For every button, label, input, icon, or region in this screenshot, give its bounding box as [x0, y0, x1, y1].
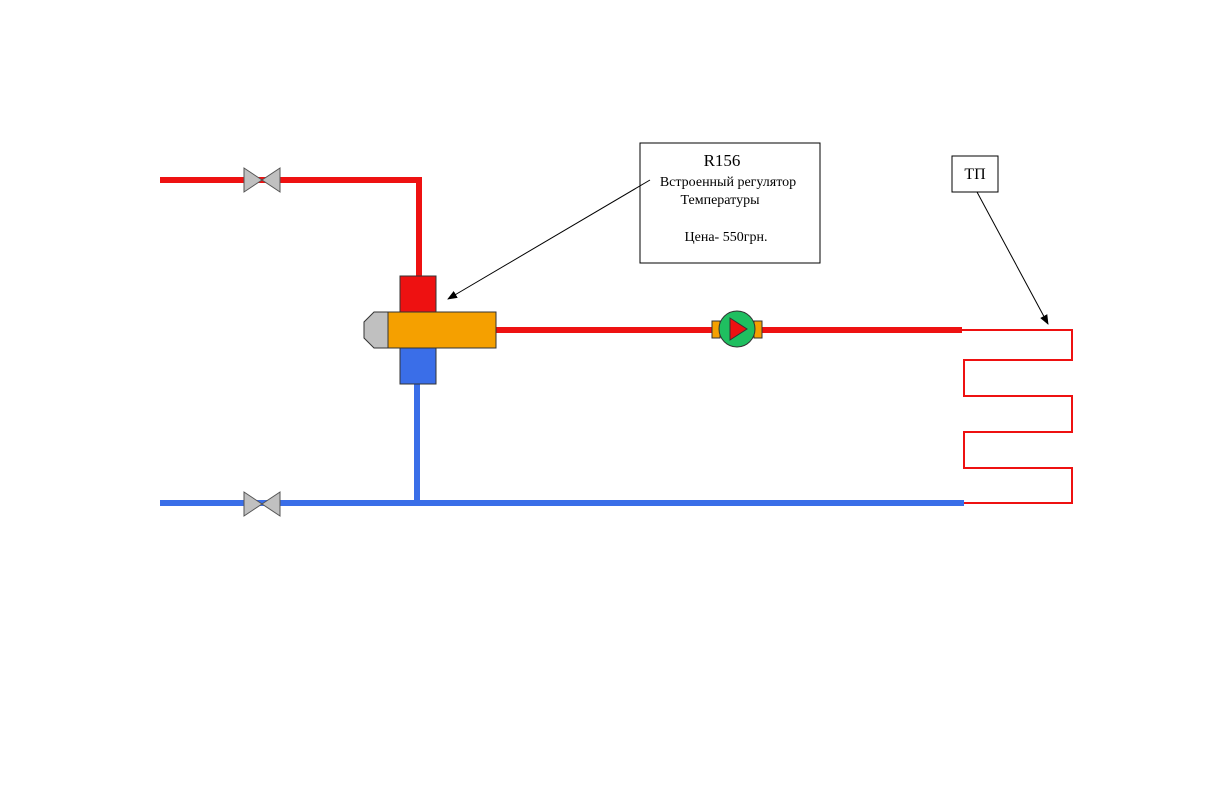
regulator-callout-leader [447, 179, 651, 300]
floor-heating-label: ТП [964, 166, 986, 183]
supply-port [399, 275, 437, 313]
circulation-pump-icon [711, 310, 763, 348]
regulator-body [387, 311, 497, 349]
mixing-regulator-icon [363, 275, 497, 385]
regulator-callout: R156 Встроенный регулятор Температуры Це… [639, 142, 821, 264]
regulator-description-line2: Температуры [681, 193, 761, 208]
regulator-price: Цена- 550грн. [685, 230, 768, 245]
floor-heating-callout: ТП [951, 155, 999, 193]
heating-loop-coil [962, 329, 1073, 504]
regulator-model: R156 [704, 151, 741, 170]
floor-heating-callout-leader [976, 191, 1049, 325]
return-port [399, 347, 437, 385]
regulator-description-line1: Встроенный регулятор [660, 175, 796, 190]
supply-inlet-pipe [160, 177, 422, 278]
ball-valve-icon [243, 167, 281, 193]
thermostatic-head [363, 311, 389, 349]
ball-valve-icon [243, 491, 281, 517]
